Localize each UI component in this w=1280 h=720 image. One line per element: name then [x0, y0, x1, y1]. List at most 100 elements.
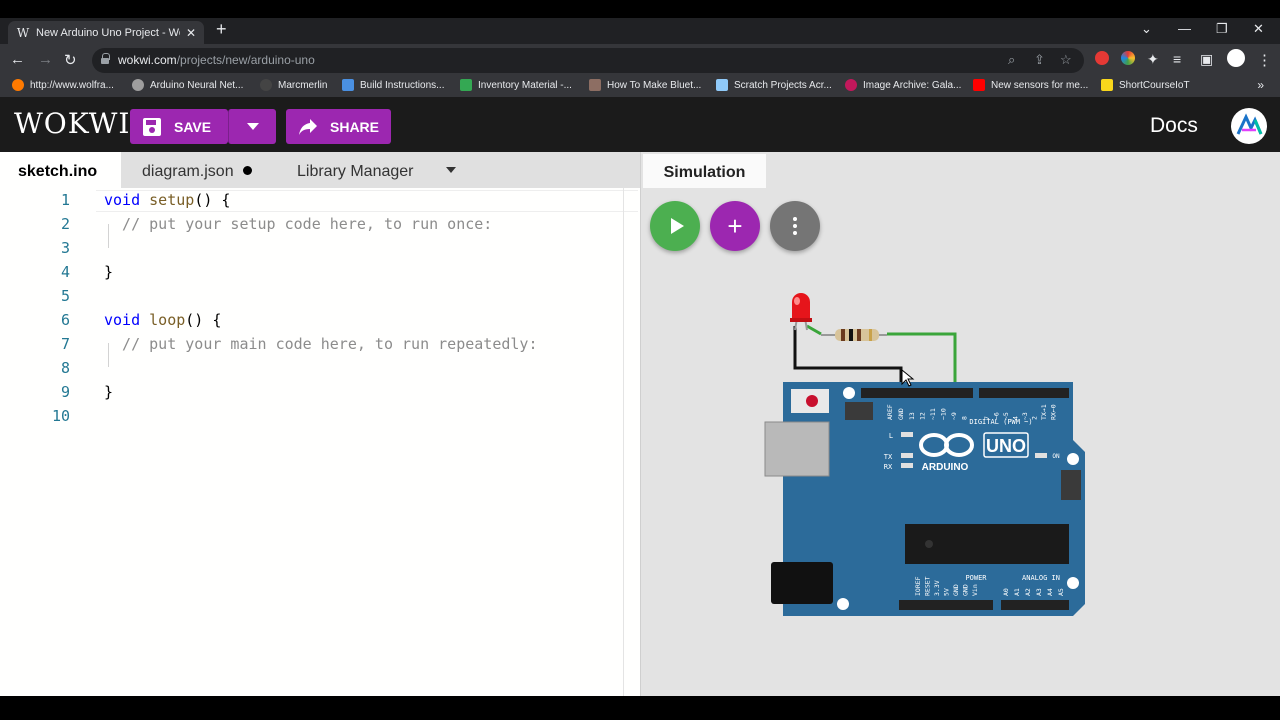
code-line: 3 [0, 236, 620, 260]
more-options-button[interactable] [770, 201, 820, 251]
rx-led [901, 463, 913, 468]
usb-connector [764, 421, 830, 477]
tab-search-icon[interactable]: ⌄ [1141, 21, 1152, 36]
mounting-hole [1067, 577, 1079, 589]
close-tab-icon[interactable]: ✕ [186, 25, 197, 40]
share-button[interactable]: SHARE [286, 109, 391, 144]
archive-icon [845, 79, 857, 91]
pin-label-aref: AREF [886, 404, 894, 420]
pin-label-analog: A5 [1057, 588, 1065, 596]
code-line: 7 // put your main code here, to run rep… [0, 332, 620, 356]
extension-color-icon[interactable] [1121, 51, 1135, 65]
profile-avatar-icon[interactable] [1227, 49, 1245, 67]
chrome-menu-icon[interactable]: ⋮ [1257, 52, 1272, 69]
line-number: 4 [60, 263, 70, 281]
side-panel-icon[interactable]: ▣ [1200, 51, 1214, 67]
reload-icon[interactable]: ↻ [64, 52, 77, 69]
tab-library-manager[interactable]: Library Manager [297, 152, 414, 188]
rx-label: RX [884, 463, 893, 471]
bookmark-star-icon[interactable]: ☆ [1060, 52, 1072, 67]
bookmark-item[interactable]: Marcmerlin [260, 79, 327, 91]
icsp-header [845, 402, 873, 420]
pin-label-digital: ~11 [929, 408, 937, 420]
bookmark-item[interactable]: Inventory Material -... [460, 79, 572, 91]
arduino-uno-board[interactable]: UNO ARDUINO DIGITAL (PWM ~) ANALOG IN PO… [764, 382, 1085, 616]
pin-label-analog: A0 [1002, 588, 1010, 596]
tx-led [901, 453, 913, 458]
maximize-button[interactable]: ❐ [1216, 21, 1228, 36]
bookmark-label: New sensors for me... [991, 79, 1089, 91]
bookmarks-overflow-button[interactable]: » [1257, 78, 1264, 92]
zoom-icon[interactable]: ⌕ [1008, 52, 1016, 67]
indent-guide [108, 224, 109, 248]
function-name: loop [149, 311, 186, 329]
tab-sketch-ino[interactable]: sketch.ino [0, 152, 121, 188]
indent-guide [108, 343, 109, 367]
bookmark-item[interactable]: Scratch Projects Acr... [716, 79, 832, 91]
new-tab-button[interactable]: + [216, 19, 227, 39]
bookmark-item[interactable]: Build Instructions... [342, 79, 444, 91]
plus-icon: + [727, 210, 743, 241]
tab-diagram-json[interactable]: diagram.json [142, 152, 252, 188]
on-led [1035, 453, 1047, 458]
docs-icon [342, 79, 354, 91]
editor-tabs: sketch.ino diagram.json Library Manager [0, 152, 640, 188]
add-part-button[interactable]: + [710, 201, 760, 251]
green-wire-pin[interactable] [887, 332, 957, 390]
arduino-label: ARDUINO [922, 462, 969, 473]
address-bar[interactable]: wokwi.com/projects/new/arduino-uno ⌕ ⇪ ☆ [92, 48, 1084, 73]
pin-label-digital: 7 [983, 416, 991, 420]
avatar-icon [1236, 113, 1263, 135]
reset-button[interactable] [806, 395, 818, 407]
pin-label-power: Vin [971, 584, 979, 596]
red-led[interactable] [790, 293, 812, 331]
close-window-button[interactable]: ✕ [1253, 21, 1264, 36]
forward-arrow-icon[interactable]: → [38, 51, 53, 68]
wokwi-logo[interactable]: WOKWI [14, 107, 131, 140]
pin-label-power: GND [962, 584, 970, 596]
bookmark-item[interactable]: Image Archive: Gala... [845, 79, 961, 91]
resistor[interactable] [821, 329, 887, 341]
tab-simulation[interactable]: Simulation [643, 154, 766, 188]
line-number: 3 [60, 239, 70, 257]
pin-label-digital: TX→1 [1040, 404, 1048, 420]
bookmark-item[interactable]: ShortCourseIoT [1101, 79, 1190, 91]
line-number: 1 [60, 191, 70, 209]
green-wire-led[interactable] [806, 324, 822, 336]
start-simulation-button[interactable] [650, 201, 700, 251]
extensions-puzzle-icon[interactable]: ✦ [1147, 51, 1159, 67]
tabs-menu-caret-icon[interactable] [446, 167, 456, 173]
editor-scrollbar-track[interactable] [623, 188, 624, 696]
bookmark-label: Inventory Material -... [478, 79, 572, 91]
analog-header [1001, 600, 1069, 610]
bookmark-item[interactable]: How To Make Bluet... [589, 79, 701, 91]
digital-label: DIGITAL (PWM ~) [969, 418, 1032, 426]
bookmark-item[interactable]: Arduino Neural Net... [132, 79, 243, 91]
folder-icon [1101, 79, 1113, 91]
docs-link[interactable]: Docs [1150, 114, 1198, 137]
bookmark-label: Scratch Projects Acr... [734, 79, 832, 91]
back-arrow-icon[interactable]: ← [10, 51, 25, 68]
save-options-dropdown[interactable] [228, 109, 276, 144]
l-label: L [889, 432, 893, 440]
bookmark-item[interactable]: New sensors for me... [973, 79, 1088, 91]
circuit-canvas[interactable]: UNO ARDUINO DIGITAL (PWM ~) ANALOG IN PO… [641, 152, 1279, 696]
black-wire[interactable] [793, 326, 903, 390]
save-button[interactable]: SAVE [130, 109, 228, 144]
uno-label: UNO [986, 436, 1026, 456]
user-avatar[interactable] [1231, 108, 1267, 144]
pin-label-digital: ~6 [993, 412, 1001, 420]
bookmark-item[interactable]: http://www.wolfra... [12, 79, 114, 91]
scratch-icon [716, 79, 728, 91]
extension-red-icon[interactable] [1095, 51, 1109, 65]
mounting-hole [837, 598, 849, 610]
browser-tab[interactable]: W New Arduino Uno Project - Wokwi ✕ [8, 21, 204, 44]
minimize-button[interactable]: — [1178, 21, 1191, 36]
code-text: } [104, 263, 114, 281]
line-number: 6 [60, 311, 70, 329]
bookmark-label: ShortCourseIoT [1119, 79, 1190, 91]
reading-list-icon[interactable]: ≡ [1173, 51, 1182, 67]
analog-label: ANALOG IN [1022, 574, 1060, 582]
share-page-icon[interactable]: ⇪ [1034, 52, 1045, 67]
